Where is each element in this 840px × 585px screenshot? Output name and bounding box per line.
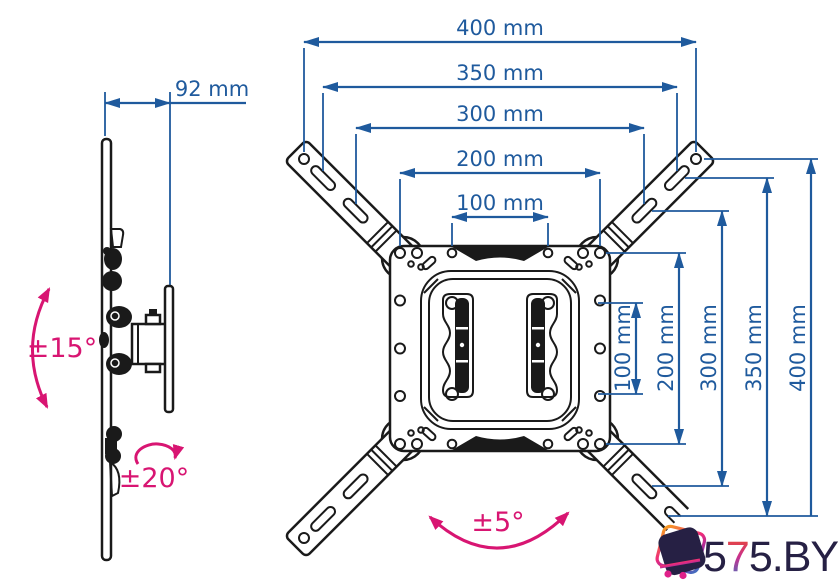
dim-label: 400 mm: [786, 304, 810, 392]
swivel-angle-label: ±20°: [119, 463, 189, 494]
lower-hinge-hardware: [105, 426, 122, 498]
dim-horizontal-400: 400 mm: [303, 16, 697, 152]
dim-vertical-200: 200 mm: [606, 252, 686, 445]
bolt-head: [144, 313, 162, 326]
dim-horizontal-200: 200 mm: [399, 147, 601, 246]
dim-label: 300 mm: [456, 102, 544, 126]
plate-holes: [394, 247, 606, 450]
logo-digit: 5: [703, 533, 726, 581]
screw: [103, 247, 111, 255]
vesa-plate: [388, 244, 612, 453]
dim-label: 400 mm: [456, 16, 544, 40]
bolt-tip: [149, 309, 157, 315]
front-view: 400 mm 350 mm 300 mm 200 mm 100 mm: [283, 16, 818, 559]
dim-vertical-400: 400 mm: [704, 158, 818, 516]
swivel-annotation: ±20°: [119, 442, 189, 494]
tilt-annotation: ±15°: [27, 287, 97, 409]
tv-hook-rail-right: [526, 293, 559, 398]
hinge-flap: [108, 460, 121, 498]
dim-label: 350 mm: [456, 61, 544, 85]
dim-label: 100 mm: [456, 191, 544, 215]
bolt-foot: [144, 362, 162, 374]
depth-dimension-label: 92 mm: [175, 77, 249, 101]
logo-digit-gradient: 7: [726, 533, 749, 581]
rotation-angle-label: ±5°: [471, 507, 524, 538]
side-view: 92 mm: [27, 77, 249, 562]
dim-label: 200 mm: [456, 147, 544, 171]
dim-horizontal-100: 100 mm: [451, 191, 549, 246]
dim-horizontal-300: 300 mm: [355, 102, 645, 204]
dim-label: 300 mm: [697, 304, 721, 392]
plate-bottom-tab: [452, 436, 548, 450]
spacer: [99, 332, 109, 348]
pivot-bolt-detail: [110, 311, 120, 321]
inner-frame: [420, 270, 580, 430]
dim-depth-92: 92 mm: [104, 77, 249, 285]
dim-horizontal-350: 350 mm: [322, 61, 678, 171]
hinge-knob: [105, 448, 121, 464]
hook-hardware: [109, 228, 125, 248]
dim-label: 200 mm: [654, 304, 678, 392]
tv-hook-rail-left: [441, 293, 474, 398]
dim-label: 100 mm: [611, 304, 635, 392]
tv-bracket-profile: [100, 137, 113, 562]
swivel-arrow: [134, 442, 185, 465]
cart-icon: [655, 524, 707, 580]
dim-vertical-100: 100 mm: [598, 302, 643, 395]
store-logo: 575.BY: [655, 524, 839, 581]
plate-outline: [388, 244, 612, 453]
wall-plate-profile: [163, 284, 175, 414]
dimensions-horizontal: 400 mm 350 mm 300 mm 200 mm 100 mm: [303, 16, 697, 246]
vesa-hole: [445, 387, 459, 401]
dim-vertical-300: 300 mm: [652, 210, 729, 487]
hinge-knob: [102, 271, 122, 291]
logo-suffix: 5.BY: [749, 533, 839, 581]
hinge-knob: [106, 426, 122, 442]
tilt-angle-label: ±15°: [27, 333, 97, 364]
rotation-double-arrow: [428, 511, 570, 550]
dimensions-vertical: 100 mm 200 mm 300 mm 350 mm 400 mm: [598, 158, 818, 517]
plate-top-tab: [452, 247, 548, 261]
logo-text: 575.BY: [703, 533, 838, 581]
dim-label: 350 mm: [742, 304, 766, 392]
dim-vertical-350: 350 mm: [668, 177, 818, 517]
tilt-double-arrow: [31, 287, 51, 409]
vesa-hole: [541, 387, 555, 401]
rotation-annotation: ±5°: [428, 507, 570, 550]
upper-hinge-hardware: [102, 228, 125, 291]
pivot-bolt-detail: [110, 358, 120, 368]
